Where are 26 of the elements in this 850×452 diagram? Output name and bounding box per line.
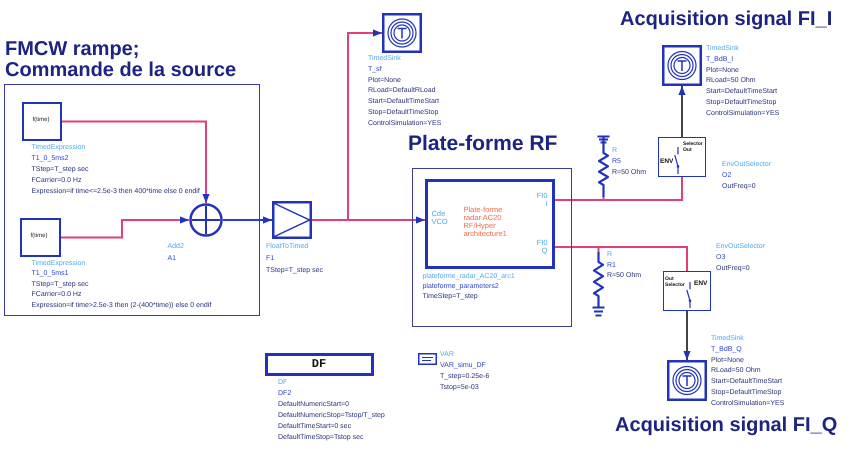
wire [555, 177, 683, 201]
expression-block [22, 102, 62, 140]
sink-symbol [662, 45, 702, 86]
selector-block [663, 271, 711, 311]
expression-block [20, 218, 60, 256]
controller-block [265, 353, 374, 376]
arrow [61, 216, 189, 238]
block-label: DF [310, 357, 328, 371]
subcircuit-block [424, 178, 554, 268]
selector-block [658, 137, 706, 177]
arrow [683, 311, 691, 360]
arrow [223, 216, 272, 224]
group-heading: FMCW rampe; Commande de la source [5, 39, 238, 81]
converter-symbol [272, 201, 312, 239]
sink-symbol [382, 13, 422, 53]
section-heading: Acquisition signal FI_Q [615, 414, 838, 437]
sink-symbol [667, 360, 707, 401]
resistor-symbol [597, 135, 610, 197]
resistor-symbol [592, 252, 605, 318]
arrow [62, 120, 210, 203]
section-heading: Acquisition signal FI_I [620, 8, 832, 31]
adder-symbol [188, 202, 222, 236]
variables-symbol [418, 353, 437, 365]
arrow [678, 86, 686, 137]
arrow [312, 216, 425, 224]
group-heading: Plate-forme RF [408, 132, 558, 156]
